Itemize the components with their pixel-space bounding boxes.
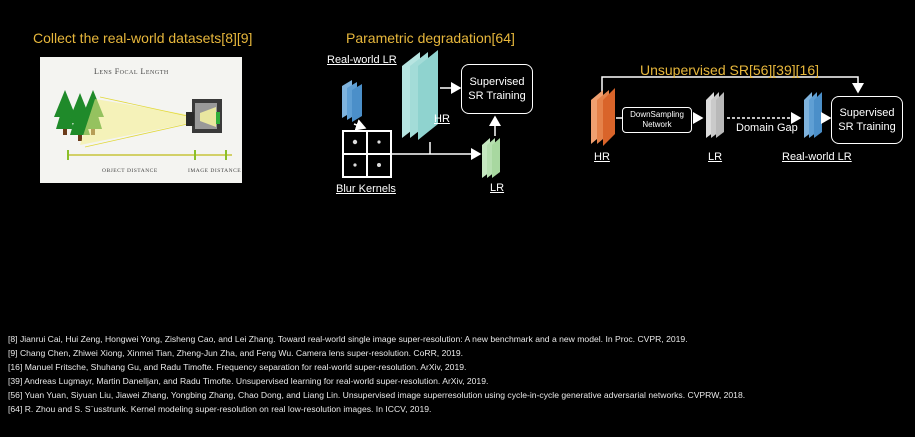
downsampling-network-box: DownSampling Network xyxy=(622,107,692,133)
reference-39: [39] Andreas Lugmayr, Martin Danelljan, … xyxy=(8,376,489,386)
blur-kernels-grid xyxy=(342,130,392,178)
downsampling-line1: DownSampling xyxy=(630,110,684,119)
domain-gap-label: Domain Gap xyxy=(736,122,798,134)
reference-64: [64] R. Zhou and S. S¨usstrunk. Kernel m… xyxy=(8,404,432,414)
real-lr-stack-blue xyxy=(804,92,822,138)
hr-stack xyxy=(402,50,438,140)
arrow-lr-to-kernels xyxy=(353,119,367,131)
lr-stack-green xyxy=(482,138,500,178)
camera-icon xyxy=(186,99,222,133)
camera-diagram-photo: Lens Focal Length Ob xyxy=(40,57,242,183)
section3-title: Unsupervised SR[56][39][16] xyxy=(640,62,819,78)
supervised-line2: SR Training xyxy=(468,90,526,102)
blur-kernels-label: Blur Kernels xyxy=(336,183,396,195)
reference-16: [16] Manuel Fritsche, Shuhang Gu, and Ra… xyxy=(8,362,467,372)
lr-label-3: LR xyxy=(708,151,723,163)
image-distance-label: Image Distance xyxy=(188,168,242,174)
supervised-line1: Supervised xyxy=(469,76,525,88)
lr-label: LR xyxy=(490,182,505,194)
reference-56: [56] Yuan Yuan, Siyuan Liu, Jiawei Zhang… xyxy=(8,390,746,400)
real-lr-label: Real-world LR xyxy=(327,54,397,66)
real-lr-stack xyxy=(342,80,362,122)
downsampling-line2: Network xyxy=(642,120,672,129)
arrow-hr-loop-to-supervised xyxy=(601,76,864,94)
tree-icon xyxy=(54,90,76,135)
reference-8: [8] Jianrui Cai, Hui Zeng, Hongwei Yong,… xyxy=(8,334,688,344)
hr-label: HR xyxy=(434,113,450,125)
supervised-line1-3: Supervised xyxy=(839,107,895,119)
supervised-sr-training-box-3: Supervised SR Training xyxy=(831,96,903,144)
section1-title: Collect the real-world datasets[8][9] xyxy=(33,30,253,46)
supervised-sr-training-box: Supervised SR Training xyxy=(461,64,533,114)
reference-9: [9] Chang Chen, Zhiwei Xiong, Xinmei Tia… xyxy=(8,348,464,358)
camera-diagram xyxy=(54,90,232,160)
section2-title: Parametric degradation[64] xyxy=(346,30,515,46)
photo-title: Lens Focal Length xyxy=(94,67,169,76)
supervised-line2-3: SR Training xyxy=(838,121,896,133)
lr-stack-gray xyxy=(706,92,724,138)
hr-label-3: HR xyxy=(594,151,610,163)
object-distance-label: Object Distance xyxy=(102,168,158,174)
hr-stack-orange xyxy=(591,88,615,146)
real-lr-label-3: Real-world LR xyxy=(782,151,852,163)
